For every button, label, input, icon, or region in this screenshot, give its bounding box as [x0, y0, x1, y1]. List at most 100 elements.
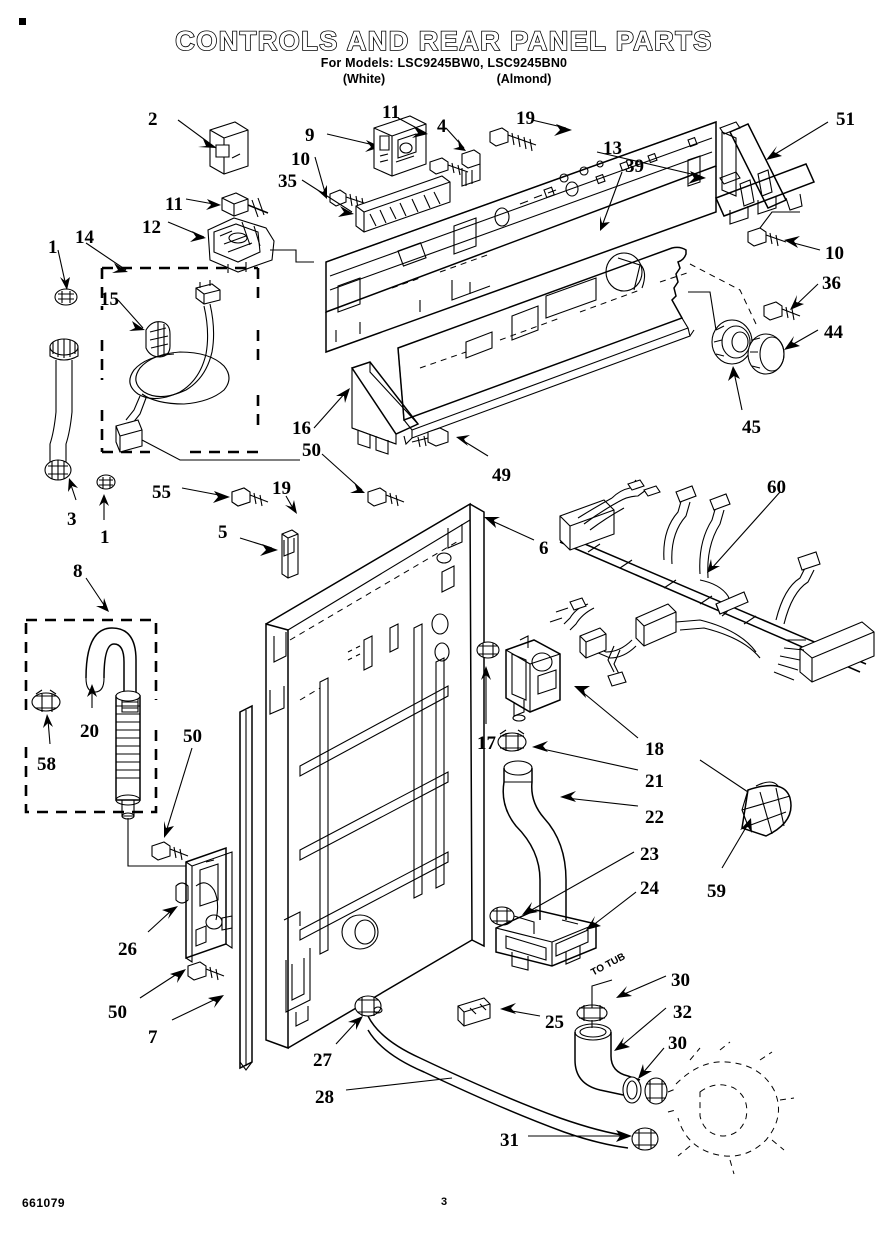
callout-28: 28	[315, 1087, 334, 1108]
leader-49	[462, 440, 488, 456]
leader-58	[48, 720, 50, 744]
part-18-water-pump	[506, 636, 560, 721]
part-1b-washer	[97, 475, 115, 489]
part-59-pump-guard	[742, 782, 791, 836]
bracket-to-screw	[760, 212, 800, 228]
leader-13	[597, 152, 700, 176]
part-1a-clamp	[55, 289, 77, 305]
dashed-group-8	[26, 620, 156, 812]
part-24-pump-mount	[496, 910, 596, 970]
color-almond-label: (Almond)	[496, 72, 552, 86]
leader-16	[314, 392, 346, 428]
part-26-bracket-assembly	[176, 848, 232, 962]
footer-page-number: 3	[440, 1196, 448, 1208]
part-4-screw	[462, 150, 480, 186]
callout-18: 18	[645, 739, 664, 760]
callout-9: 9	[305, 125, 315, 146]
color-variants: (White) (Almond)	[0, 72, 888, 86]
callout-50c: 50	[108, 1002, 127, 1023]
callout-1a: 1	[48, 237, 58, 258]
callout-4: 4	[437, 116, 447, 137]
tub-outline-dashed	[668, 1042, 794, 1174]
part-44-knob	[748, 334, 784, 374]
part-28-drain-hose	[368, 1016, 628, 1148]
part-50c-screw	[188, 962, 224, 980]
leader-24	[592, 892, 636, 926]
part-45-knob-base	[712, 320, 752, 364]
callout-6: 6	[539, 538, 549, 559]
cord-route	[142, 440, 300, 460]
callout-32: 32	[673, 1002, 692, 1023]
leader-32	[620, 1008, 666, 1047]
part-16-end-cap	[352, 362, 418, 454]
part-13-console-frame	[326, 122, 716, 352]
leader-21	[538, 748, 638, 770]
part-10b-screw	[748, 228, 786, 246]
part-50b-screw	[152, 842, 188, 860]
part-22-pump-hose	[503, 761, 566, 920]
part-50a-screw	[368, 488, 404, 506]
callout-22: 22	[645, 807, 664, 828]
callout-7: 7	[148, 1027, 158, 1048]
part-60-wire-harness	[550, 480, 874, 686]
part-55-screw	[232, 488, 250, 506]
part-misc-bottom	[374, 1007, 382, 1013]
part-7-side-trim	[240, 706, 252, 1070]
model-subtitle: For Models: LSC9245BW0, LSC9245BN0	[320, 56, 568, 70]
callout-5: 5	[218, 522, 228, 543]
leader-45	[734, 372, 742, 410]
panel-to-knob	[688, 292, 716, 330]
leader-6	[490, 520, 534, 540]
leader-15	[118, 300, 143, 328]
part-17-clamp	[477, 642, 499, 658]
callout-55: 55	[152, 482, 171, 503]
part-51-bracket	[716, 122, 814, 224]
leader-7	[172, 998, 218, 1020]
part-36-screw	[764, 302, 800, 320]
leader-30b	[642, 1048, 664, 1074]
part-21-clamp	[498, 730, 526, 751]
leader-50b	[166, 748, 192, 832]
callout-59: 59	[707, 881, 726, 902]
callout-60: 60	[767, 477, 786, 498]
callout-1b: 1	[100, 527, 110, 548]
callout-21: 21	[645, 771, 664, 792]
page-title: CONTROLS AND REAR PANEL PARTS	[174, 25, 713, 57]
callout-45: 45	[742, 417, 761, 438]
callout-19a: 19	[516, 108, 535, 129]
callout-30b: 30	[668, 1033, 687, 1054]
part-20-hose	[86, 628, 138, 712]
callout-11b: 11	[165, 194, 183, 215]
leader-28	[346, 1078, 452, 1090]
part-25-bracket-clip	[458, 998, 490, 1026]
leader-11a	[398, 118, 426, 133]
color-white-label: (White)	[342, 72, 386, 86]
callout-8: 8	[73, 561, 83, 582]
part-3-inlet-hose	[45, 339, 78, 480]
part-35-badge	[356, 176, 450, 232]
callout-15: 15	[100, 289, 119, 310]
leader-30a	[622, 976, 666, 995]
part-11b-terminal	[222, 193, 268, 217]
leader-35	[302, 180, 352, 212]
part-14-power-cord	[116, 280, 229, 452]
part-19a-bolt	[490, 128, 536, 151]
callout-58: 58	[37, 754, 56, 775]
hose-to-bracket	[128, 818, 186, 866]
part-31-clamp	[632, 1128, 658, 1150]
callout-19b: 19	[272, 478, 291, 499]
callout-11a: 11	[382, 102, 400, 123]
leader-36	[795, 284, 818, 306]
leader-18	[580, 690, 638, 738]
callout-16: 16	[292, 418, 311, 439]
callout-20: 20	[80, 721, 99, 742]
callout-26: 26	[118, 939, 137, 960]
leader-14	[86, 243, 126, 270]
part-4b-screw	[430, 158, 468, 175]
part-30b-clamp	[645, 1078, 667, 1104]
callout-23: 23	[640, 844, 659, 865]
part-11a-switch	[374, 116, 426, 176]
leader-26	[148, 910, 172, 932]
